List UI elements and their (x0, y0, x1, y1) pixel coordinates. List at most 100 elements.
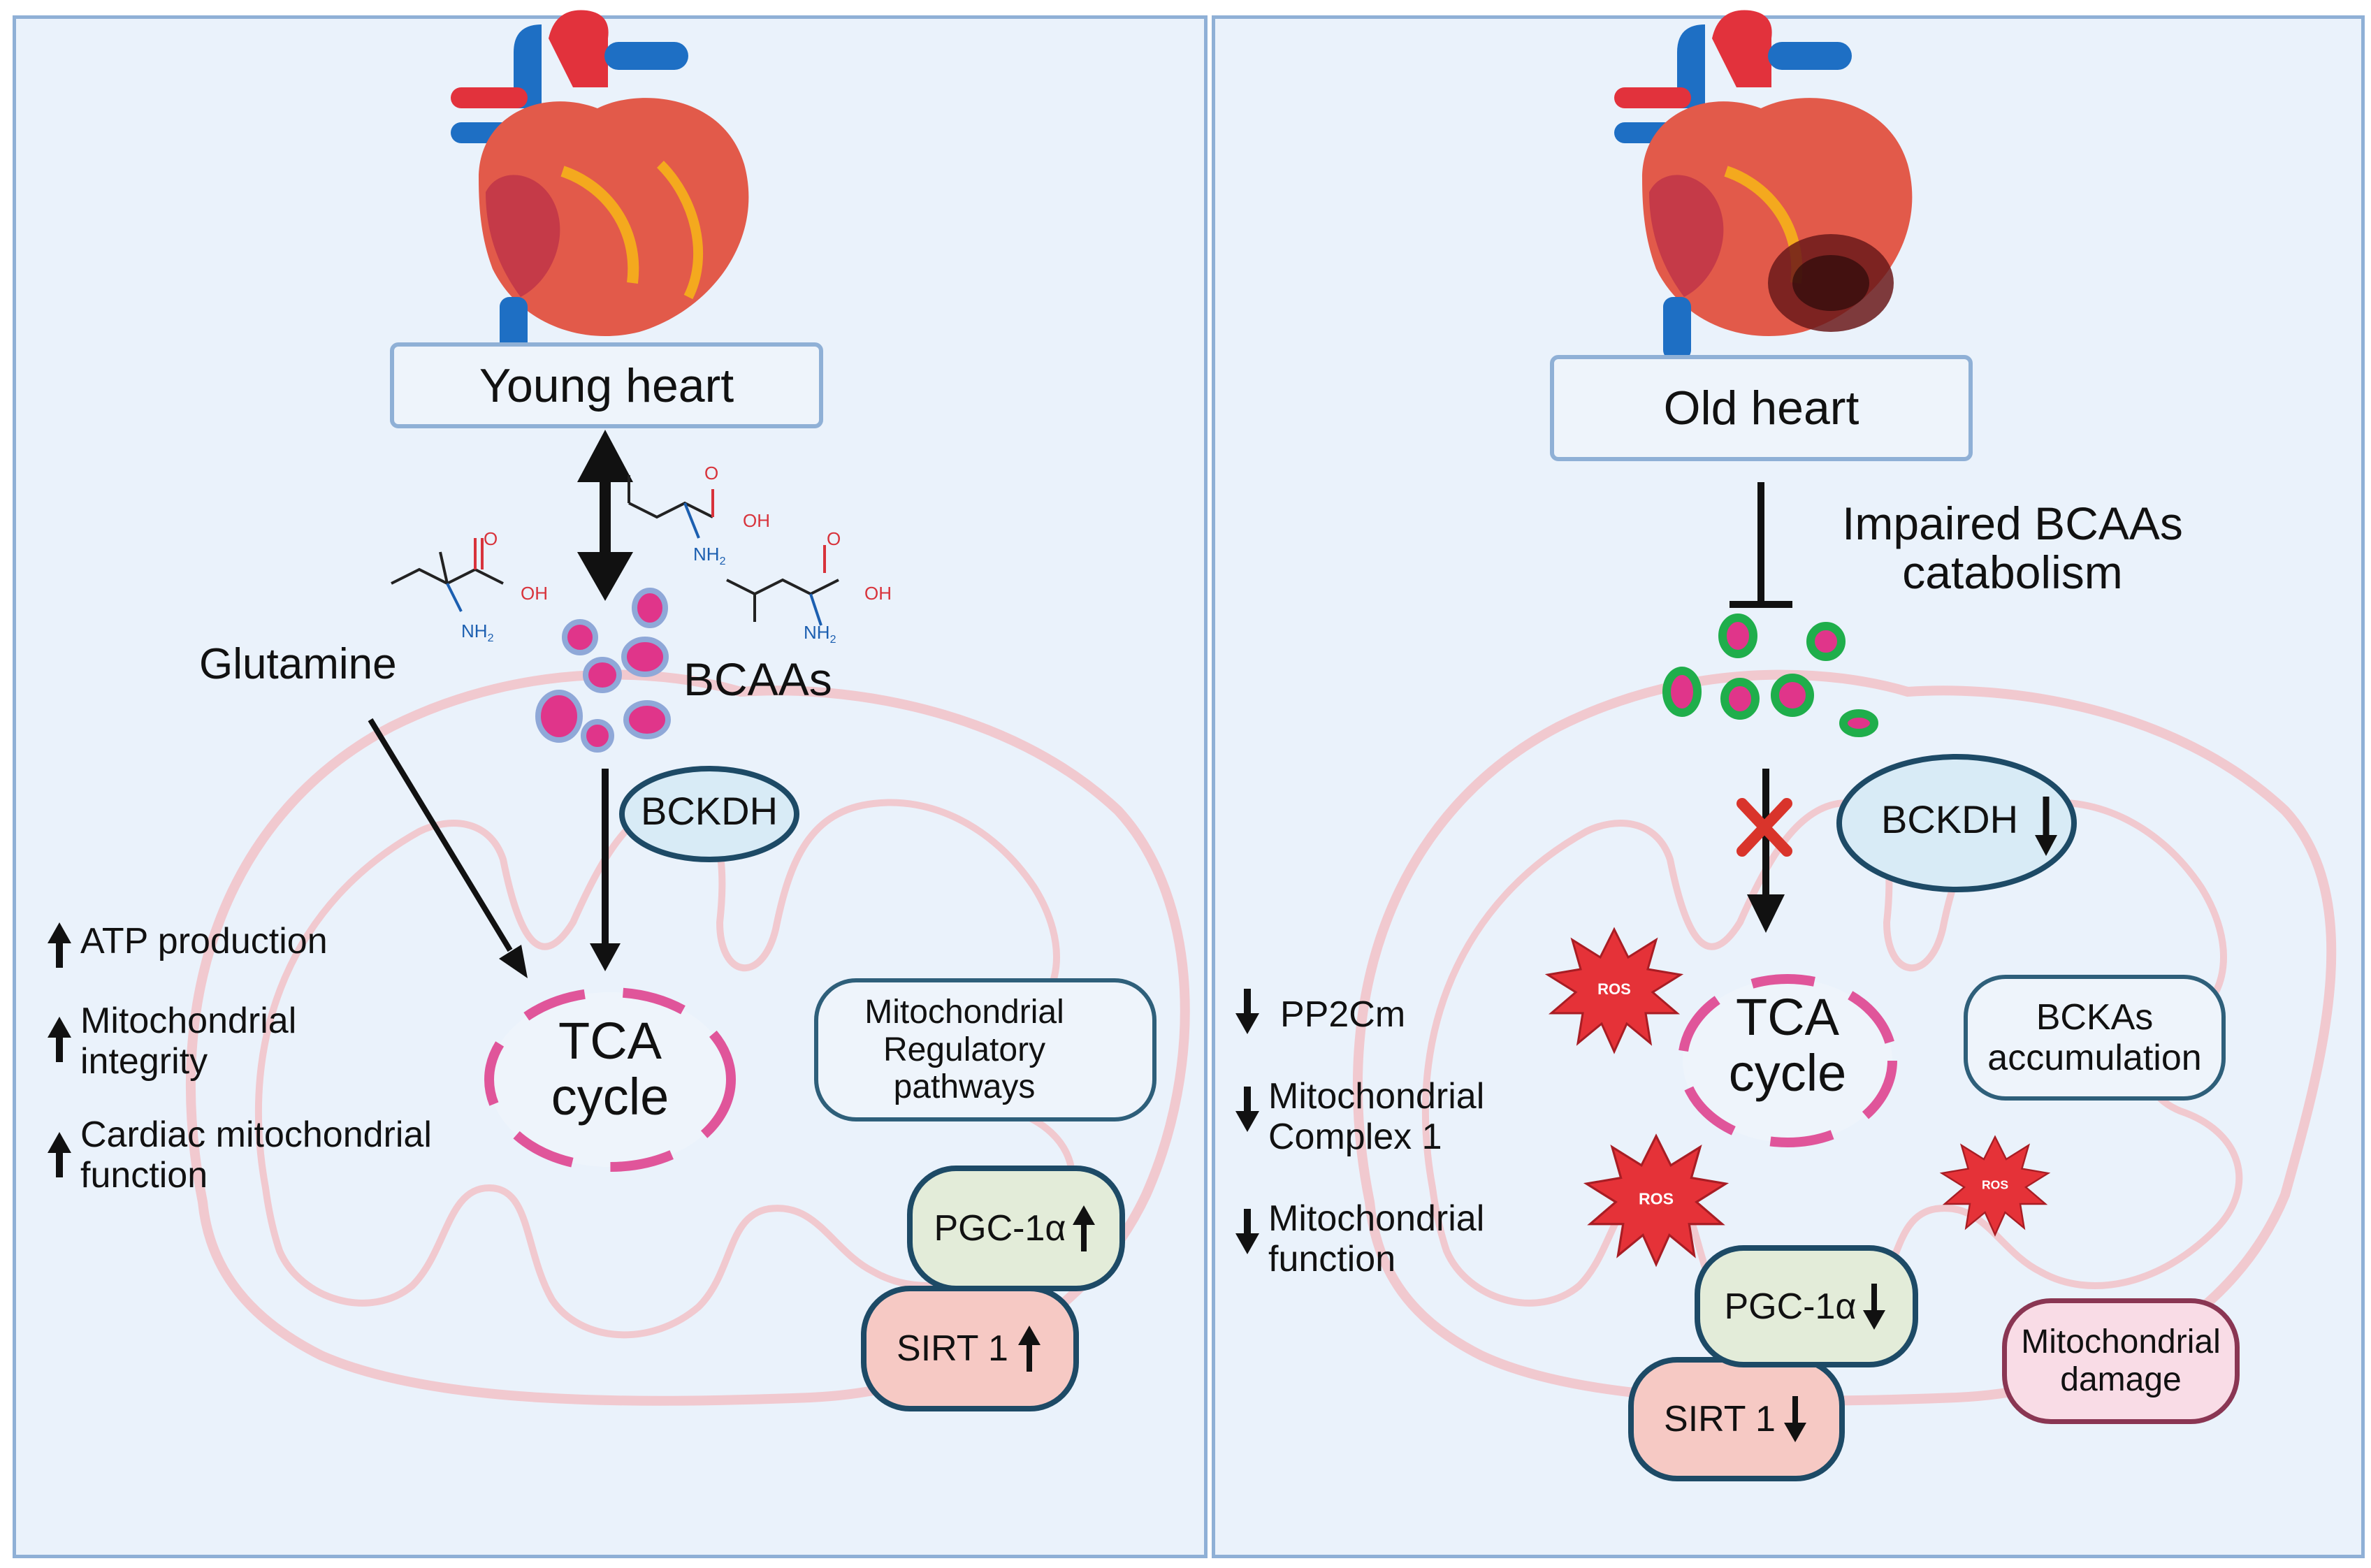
effect-line1: Cardiac mitochondrial (80, 1115, 432, 1155)
regulatory-line1: Mitochondrial (864, 993, 1064, 1031)
chem-nh2-text: NH (461, 620, 488, 641)
chem-oh: OH (864, 583, 892, 604)
down-arrow-icon (2035, 797, 2057, 856)
old-heart-label: Old heart (1663, 382, 1859, 435)
pgc1a-box: PGC-1α (1695, 1245, 1918, 1367)
pgc1a-label: PGC-1α (1724, 1286, 1857, 1327)
pgc1a-label: PGC-1α (934, 1208, 1066, 1249)
regulatory-line3: pathways (893, 1068, 1036, 1106)
tca-cycle-label: TCA cycle (489, 1013, 731, 1125)
tca-cycle-ring (484, 987, 736, 1172)
chem-o: O (484, 528, 498, 549)
up-arrow-icon (1017, 1326, 1041, 1372)
tca-cycle-label: TCA cycle (1684, 989, 1891, 1101)
regulatory-pathways-box: Mitochondrial Regulatory pathways (814, 978, 1157, 1121)
regulatory-line2: Regulatory (883, 1031, 1046, 1068)
chem-nh2: NH2 (804, 623, 836, 646)
damage-line2: damage (2060, 1361, 2182, 1398)
effect-line1: Mitochondrial (80, 1001, 297, 1041)
bckas-accumulation-box: BCKAs accumulation (1964, 975, 2226, 1101)
young-heart-label: Young heart (479, 358, 734, 412)
bckdh-enzyme (1836, 754, 2077, 892)
sirt1-box: SIRT 1 (861, 1286, 1079, 1411)
bcaa-to-tca-arrow (590, 769, 621, 971)
regulatory-text: Mitochondrial Regulatory pathways (864, 994, 1064, 1106)
effect-line2: integrity (80, 1041, 208, 1082)
glutamine-label: Glutamine (199, 640, 397, 688)
chem-sub: 2 (829, 634, 836, 646)
effect-line1: Mitochondrial (1268, 1076, 1485, 1117)
effect-line2: function (80, 1155, 208, 1196)
chem-nh2-text: NH (693, 544, 720, 565)
bckdh-label: BCKDH (640, 789, 778, 833)
inhibit-icon (1730, 482, 1792, 608)
chem-oh: OH (521, 583, 548, 604)
chem-nh2: NH2 (461, 620, 494, 645)
heart-icon (1614, 10, 1913, 360)
down-arrow-icon (1863, 1283, 1886, 1330)
effect-line2: function (1268, 1239, 1396, 1280)
glutamine-to-tca-arrow (368, 718, 528, 978)
damage-line1: Mitochondrial (2021, 1323, 2221, 1361)
up-arrow-icon (48, 1017, 71, 1062)
up-arrow-icon (48, 922, 71, 968)
down-arrow-icon (1235, 1087, 1259, 1132)
sirt1-label: SIRT 1 (1664, 1399, 1776, 1439)
effect-complex1: Mitochondrial Complex 1 (1268, 1076, 1484, 1157)
tca-line2: cycle (551, 1067, 669, 1126)
heart-icon (451, 10, 749, 360)
up-arrow-icon (48, 1132, 71, 1177)
tca-line1: TCA (1736, 988, 1839, 1046)
chem-sub: 2 (487, 632, 494, 645)
x-mark-icon (1736, 798, 1792, 857)
tca-line1: TCA (558, 1012, 662, 1070)
chem-nh2-text: NH (804, 622, 830, 643)
molecule-icon (391, 475, 839, 626)
tca-cycle-ring (1678, 974, 1897, 1147)
chem-oh: OH (743, 510, 770, 531)
bcaas-label: BCAAs (683, 653, 832, 705)
up-arrow-icon (1073, 1205, 1096, 1251)
chem-sub: 2 (719, 556, 726, 568)
bckdh-label: BCKDH (1880, 797, 2019, 841)
sirt1-box: SIRT 1 (1628, 1357, 1845, 1481)
bckas-line1: BCKAs (2036, 996, 2154, 1038)
ros-burst-icon: ROS (1939, 1135, 2051, 1237)
ros-label: ROS (1639, 1189, 1674, 1207)
bckas-line2: accumulation (1987, 1038, 2202, 1078)
effect-function: Mitochondrial function (1268, 1198, 1484, 1279)
impaired-catabolism-label: Impaired BCAAs catabolism (1803, 498, 2222, 598)
effect-line2: Complex 1 (1268, 1117, 1442, 1158)
chem-nh2: NH2 (693, 544, 726, 568)
effect-atp: ATP production (80, 921, 328, 961)
down-arrow-icon (1235, 989, 1259, 1034)
ros-label: ROS (1597, 980, 1631, 998)
ros-burst-icon: ROS (1583, 1133, 1730, 1268)
damage-text: Mitochondrial damage (2021, 1323, 2220, 1399)
effect-integrity: Mitochondrial integrity (80, 1001, 296, 1082)
effect-cardiac: Cardiac mitochondrial function (80, 1115, 432, 1196)
sirt1-label: SIRT 1 (897, 1328, 1008, 1369)
impaired-line1: Impaired BCAAs (1842, 498, 2183, 549)
old-heart-title: Old heart (1550, 355, 1973, 461)
chem-o: O (827, 528, 841, 549)
pgc1a-box: PGC-1α (907, 1166, 1125, 1291)
bcaa-particles (535, 588, 671, 753)
effect-pp2cm: PP2Cm (1280, 994, 1406, 1035)
young-heart-title: Young heart (390, 342, 823, 428)
bidirectional-arrow (577, 430, 633, 601)
effect-line1: Mitochondrial (1268, 1198, 1485, 1239)
down-arrow-icon (1235, 1209, 1259, 1254)
mitochondrial-damage-box: Mitochondrial damage (2002, 1298, 2240, 1424)
bckas-text: BCKAs accumulation (1987, 997, 2201, 1078)
impaired-bcaa-particles (1662, 614, 1878, 737)
bckdh-enzyme (619, 766, 799, 862)
impaired-line2: catabolism (1902, 546, 2123, 598)
chem-o: O (704, 463, 719, 484)
ros-burst-icon: ROS (1544, 927, 1684, 1054)
tca-line2: cycle (1728, 1043, 1847, 1102)
ros-label: ROS (1982, 1177, 2008, 1191)
down-arrow-icon (1783, 1396, 1806, 1442)
